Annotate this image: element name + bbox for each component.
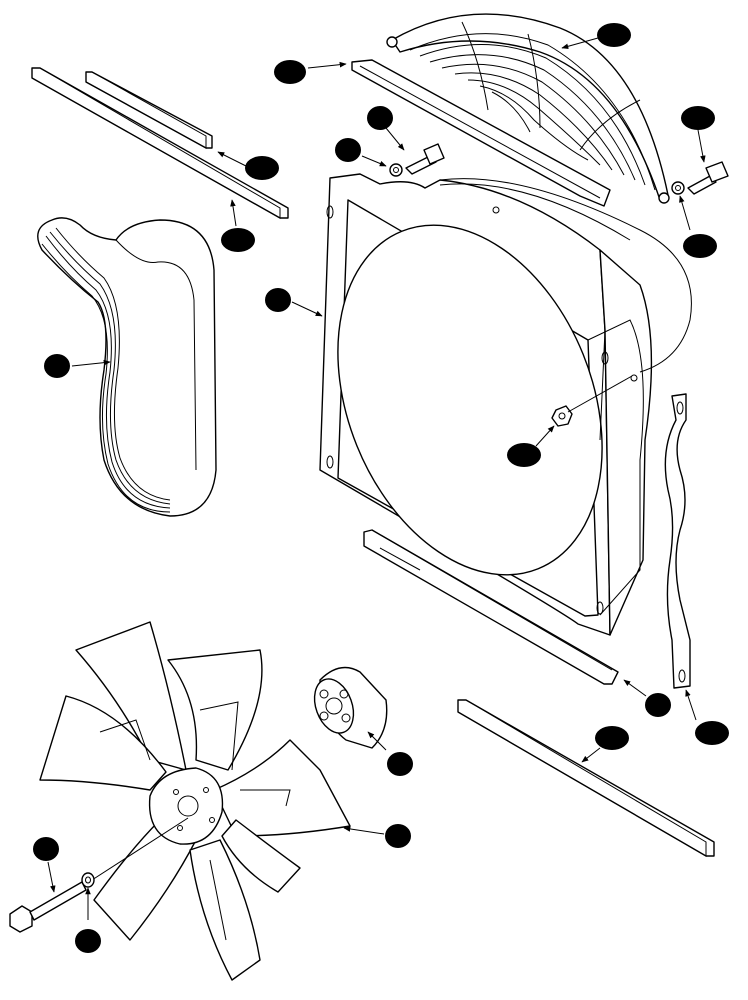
callout-6: 6 xyxy=(265,288,291,312)
callout-label: 15 xyxy=(604,730,620,746)
callout-label: 6 xyxy=(274,292,282,308)
callout-13: 13 xyxy=(683,234,717,258)
callout-16: 16 xyxy=(245,156,279,180)
callout-label: 13 xyxy=(692,238,708,254)
callout-12: 12 xyxy=(681,106,715,130)
callout-1: 1 xyxy=(385,824,411,848)
washer-3 xyxy=(81,872,95,888)
callout-label: 8 xyxy=(344,142,352,158)
callout-10: 10 xyxy=(695,721,729,745)
callout-label: 10 xyxy=(704,725,720,741)
callout-label: 5 xyxy=(53,358,61,374)
callout-label: 2 xyxy=(42,841,50,857)
callout-5: 5 xyxy=(44,354,70,378)
fan-guard xyxy=(386,13,670,204)
seal-strip-16 xyxy=(85,71,213,149)
callout-2: 2 xyxy=(33,837,59,861)
callout-label: 16 xyxy=(254,160,270,176)
cooling-fan xyxy=(39,621,351,981)
callout-14: 14 xyxy=(507,443,541,467)
bolt-7 xyxy=(405,143,445,175)
lower-seal-strip xyxy=(363,529,619,685)
bolt-12 xyxy=(687,161,729,195)
callout-label: 7 xyxy=(376,110,384,126)
callout-11: 11 xyxy=(597,23,631,47)
callout-label: 9 xyxy=(654,697,662,713)
callout-label: 11 xyxy=(607,27,622,43)
nut-14 xyxy=(551,375,633,427)
callout-label: 15 xyxy=(230,232,246,248)
callout-4: 4 xyxy=(387,752,413,776)
callout-label: 3 xyxy=(84,933,92,949)
callout-9-bottom: 9 xyxy=(645,693,671,717)
callout-3: 3 xyxy=(75,929,101,953)
callout-label: 9 xyxy=(286,64,294,80)
callout-9-top: 9 xyxy=(274,60,306,84)
callout-15-bottom: 15 xyxy=(595,726,629,750)
callout-15-top: 15 xyxy=(221,228,255,252)
callout-8: 8 xyxy=(335,138,361,162)
side-bracket xyxy=(664,393,691,689)
upper-seal-strip xyxy=(351,59,611,207)
washer-8 xyxy=(389,163,403,177)
fan-spacer xyxy=(313,666,388,749)
fan-shroud xyxy=(319,173,692,636)
washer-13 xyxy=(671,181,685,195)
callout-label: 14 xyxy=(516,447,532,463)
seal-strip-15-upper xyxy=(31,67,289,219)
drive-belt xyxy=(37,217,217,517)
seal-strip-15-lower xyxy=(457,699,715,857)
callout-label: 12 xyxy=(690,110,706,126)
callout-label: 1 xyxy=(394,828,402,844)
callout-label: 4 xyxy=(396,756,404,772)
callout-7: 7 xyxy=(367,106,393,130)
leader-lines xyxy=(47,37,706,920)
